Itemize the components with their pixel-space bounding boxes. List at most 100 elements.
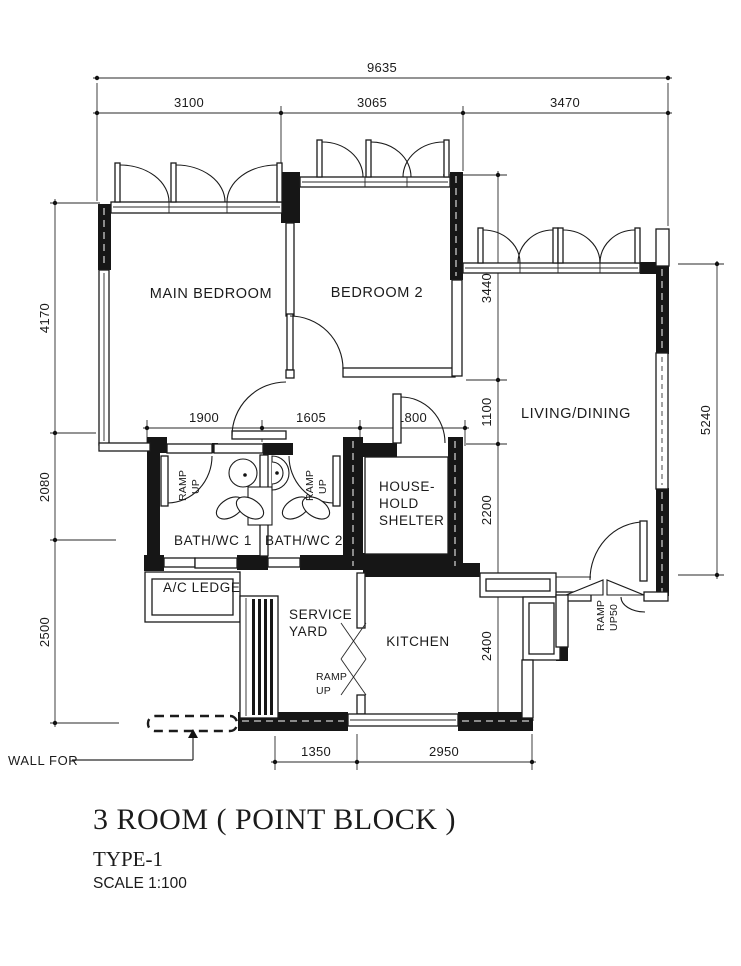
room-labels: MAIN BEDROOM BEDROOM 2 LIVING/DINING BAT…	[150, 285, 631, 649]
label-service-yard-1: SERVICE	[289, 607, 352, 622]
title-block: 3 ROOM ( POINT BLOCK ) TYPE-1 SCALE 1:10…	[93, 803, 456, 892]
ac-ledge-inner	[151, 578, 234, 616]
wc-seat	[301, 496, 331, 520]
bath1-ramp: RAMP	[177, 470, 189, 501]
window-band	[163, 557, 196, 568]
label-shelter-1: HOUSE-	[379, 479, 435, 494]
dim-top-2: 3065	[357, 95, 387, 110]
door-leaf	[160, 455, 169, 507]
bath2-ramp: RAMP	[304, 470, 316, 501]
wc-bowl	[228, 458, 258, 488]
louver-bar	[252, 599, 255, 715]
label-ac-ledge: A/C LEDGE	[163, 580, 240, 595]
ramp-mark	[606, 579, 645, 596]
louver-bar	[270, 599, 273, 715]
wall-segment	[363, 563, 480, 577]
door-leaf	[231, 430, 287, 440]
door-leaf	[392, 393, 402, 444]
louver-bar	[258, 599, 261, 715]
window-band	[267, 557, 301, 568]
dim-right-2: 1100	[479, 397, 494, 426]
dim-bottom-2: 2950	[429, 744, 459, 759]
solid-walls	[98, 172, 669, 731]
label-bath-wc-1: BATH/WC 1	[174, 533, 252, 548]
label-kitchen: KITCHEN	[386, 634, 449, 649]
wall-note-text: WALL FOR	[8, 753, 78, 768]
wall-segment	[237, 555, 268, 570]
wall-segment	[194, 557, 238, 569]
kitchen-counter-inner	[485, 578, 551, 592]
label-bath-wc-2: BATH/WC 2	[265, 533, 343, 548]
arrow-up-icon	[188, 729, 198, 738]
living-door-arc	[589, 521, 644, 581]
dim-bottom-1: 1350	[301, 744, 331, 759]
wall-segment	[458, 712, 533, 731]
sy-ramp-up: UP	[316, 685, 331, 697]
bath2-door-arc	[288, 455, 334, 504]
plan-title: 3 ROOM ( POINT BLOCK )	[93, 803, 456, 836]
plan-scale: SCALE 1:100	[93, 875, 187, 892]
label-shelter-3: SHELTER	[379, 513, 444, 528]
wall-note: WALL FOR	[8, 714, 239, 768]
wall-segment	[98, 442, 151, 452]
dim-right-3: 2200	[479, 495, 494, 525]
wall-segment	[356, 694, 366, 715]
wall-segment	[555, 594, 569, 648]
dim-right-1: 3440	[479, 273, 494, 303]
wall-segment	[643, 591, 669, 602]
living-ramp-up50: UP50	[608, 604, 620, 631]
sy-ramp: RAMP	[316, 671, 347, 683]
label-bedroom-2: BEDROOM 2	[331, 285, 423, 301]
wall-segment	[144, 555, 164, 571]
label-living-dining: LIVING/DINING	[521, 406, 631, 422]
louver-bar	[264, 599, 267, 715]
kitchen-sink	[528, 602, 555, 655]
label-service-yard-2: YARD	[289, 624, 328, 639]
wall-segment	[363, 443, 397, 457]
wc-seat	[235, 496, 265, 520]
dim-left-1: 4170	[37, 303, 52, 333]
wall-segment	[300, 555, 343, 570]
dim-mid-2: 1605	[296, 410, 326, 425]
wall-segment	[655, 228, 670, 267]
window-swings	[114, 139, 641, 264]
door-leaf	[332, 455, 341, 507]
dim-left-2: 2080	[37, 472, 52, 502]
dimension-ticks	[52, 75, 720, 765]
door-leaf	[639, 520, 648, 582]
wall-segment	[521, 659, 534, 719]
bath1-ramp-up: UP	[190, 479, 202, 494]
shelter-door-arc	[400, 396, 446, 444]
living-ramp: RAMP	[595, 600, 607, 631]
bedroom2-door-arc	[289, 315, 344, 370]
wall-segment	[285, 369, 295, 379]
bath1-door-arc	[167, 455, 213, 504]
wall-segment	[263, 443, 293, 455]
label-shelter-2: HOLD	[379, 496, 419, 511]
dim-right-4: 2400	[479, 631, 494, 661]
wall-segment	[342, 367, 456, 378]
wall-segment	[451, 279, 463, 377]
dimension-labels: 9635 3100 3065 3470 4170 2080 2500 3440 …	[37, 60, 713, 759]
dim-right-overall: 5240	[698, 405, 713, 435]
dim-mid-1: 1900	[189, 410, 219, 425]
main-bedroom-door-arc	[231, 381, 287, 437]
shelter-interior	[364, 456, 449, 555]
label-main-bedroom: MAIN BEDROOM	[150, 286, 272, 302]
wall-segment	[285, 222, 295, 317]
wall-segment	[213, 443, 264, 454]
wall-segment	[147, 437, 160, 570]
dim-top-1: 3100	[174, 95, 204, 110]
dim-mid-3: 1800	[397, 410, 427, 425]
dim-overall-width: 9635	[367, 60, 397, 75]
wall-segment	[356, 572, 366, 629]
bath2-ramp-up: UP	[317, 479, 329, 494]
bath-fixtures	[215, 455, 331, 526]
wall-segment	[640, 262, 657, 274]
dim-left-3: 2500	[37, 617, 52, 647]
ramp-annotations: RAMP UP RAMP UP RAMP UP RAMP UP50	[177, 470, 620, 697]
duct-door-arc	[620, 596, 646, 613]
door-leaf	[286, 313, 294, 371]
